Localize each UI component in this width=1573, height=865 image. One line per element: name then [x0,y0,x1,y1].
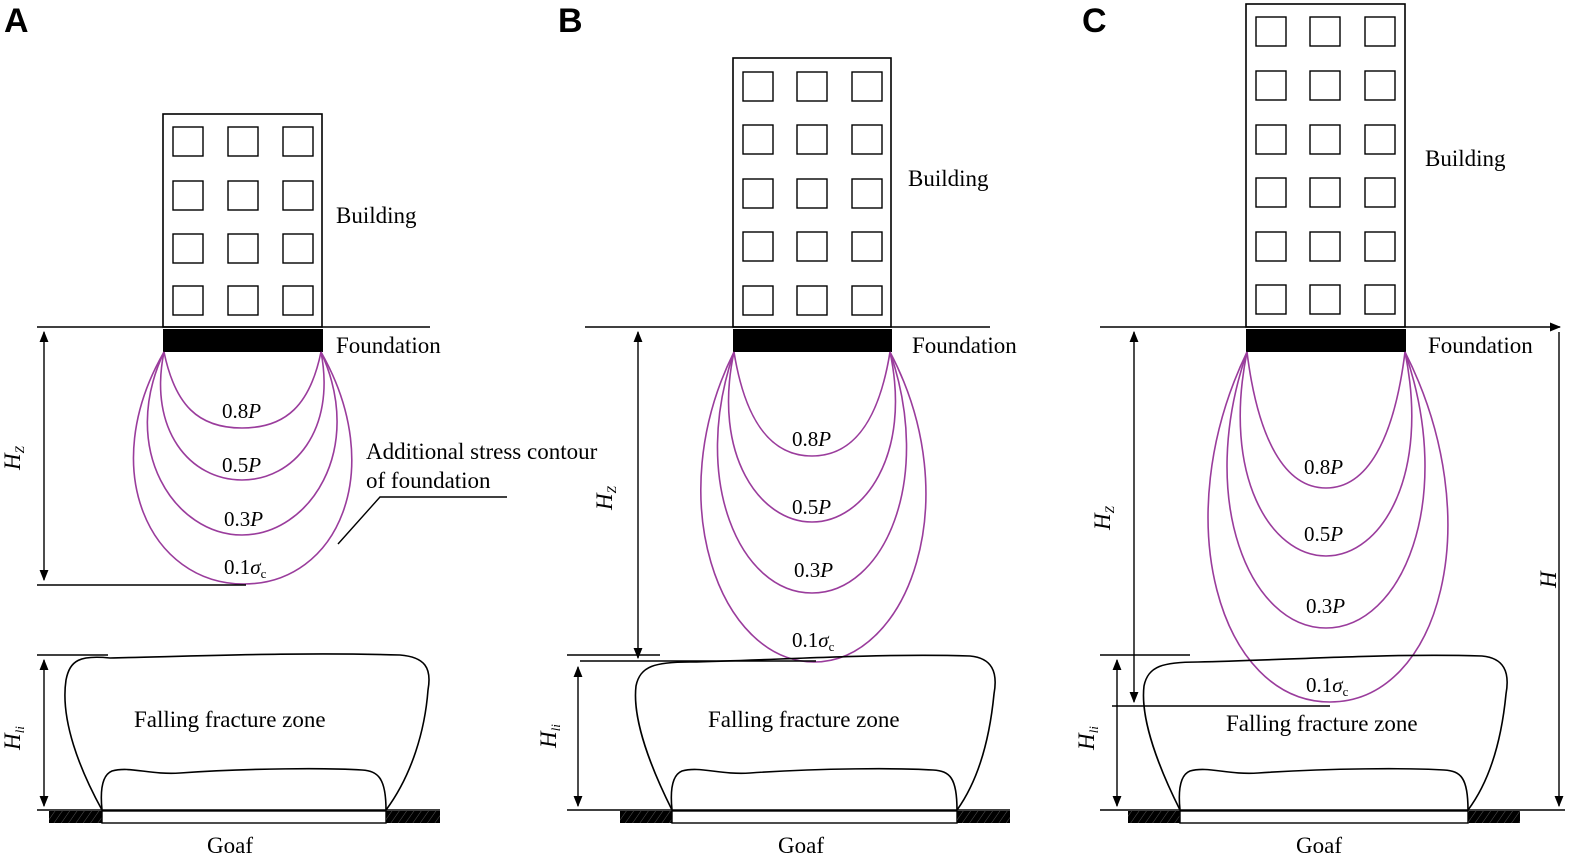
building-windows [1255,16,1396,315]
coal-pillar-left [620,811,672,823]
contour-label-0.1sigma: 0.1σc [224,555,267,581]
hz-label: HZ [1090,505,1117,531]
goaf-label: Goaf [778,833,824,858]
goaf-label: Goaf [1296,833,1342,858]
contour-label-0.1sigma: 0.1σc [792,628,835,654]
coal-pillar-left [1128,811,1180,823]
h-label: H [1536,570,1561,589]
panel-letter: C [1082,2,1107,40]
annotation-leader [337,496,507,545]
hli-label: Hli [536,724,563,749]
foundation [163,329,323,352]
panel-c: C Building Foundation 0.8P 0.5P 0.3P 0.1 [1074,2,1565,858]
contour-label-0.3p: 0.3P [1306,594,1345,618]
building [732,57,892,328]
foundation [733,329,892,352]
contour-label-0.5p: 0.5P [1304,522,1343,546]
fracture-zone-outer [1142,654,1508,811]
foundation [1246,329,1406,352]
annotation-line-1: Additional stress contour [366,439,598,464]
hli-label: Hli [1074,726,1101,751]
goaf-label: Goaf [207,833,253,858]
building-label: Building [336,203,417,228]
fracture-zone-inner [670,767,958,811]
fracture-zone-label: Falling fracture zone [134,707,326,732]
annotation-line-2: of foundation [366,468,491,493]
coal-pillar-right [957,811,1010,823]
fracture-zone-outer [634,654,996,811]
hz-label: HZ [0,445,27,471]
fracture-zone-inner [1178,767,1469,811]
building-label: Building [908,166,989,191]
foundation-label: Foundation [336,333,441,358]
hli-label: Hli [0,726,27,751]
contour-label-0.3p: 0.3P [224,507,263,531]
building-windows [172,126,314,316]
stress-contours [700,351,927,663]
contour-label-0.5p: 0.5P [792,495,831,519]
goaf-void [671,810,958,824]
panel-letter: A [4,2,29,40]
fracture-zone-label: Falling fracture zone [1226,711,1418,736]
contour-label-0.8p: 0.8P [792,427,831,451]
fracture-zone-outer [64,653,430,811]
panel-b: B Building Foundation 0.8P 0.5P 0.3P 0.1… [536,2,1017,858]
building-windows [742,71,883,316]
coal-pillar-left [49,811,102,823]
fracture-zone-inner [100,767,387,811]
stress-contours [1207,351,1449,703]
stress-contours [132,351,353,585]
fracture-zone-label: Falling fracture zone [708,707,900,732]
goaf-void [1179,810,1469,824]
foundation-label: Foundation [1428,333,1533,358]
contour-label-0.3p: 0.3P [794,558,833,582]
foundation-label: Foundation [912,333,1017,358]
building [1245,3,1406,328]
goaf-void [101,810,387,824]
coal-pillar-right [1468,811,1520,823]
coal-pillar-right [386,811,440,823]
building [162,113,323,328]
hz-label: HZ [592,485,619,511]
building-outline [1245,3,1406,328]
building-label: Building [1425,146,1506,171]
contour-label-0.5p: 0.5P [222,453,261,477]
contour-label-0.1sigma: 0.1σc [1306,673,1349,699]
contour-label-0.8p: 0.8P [222,399,261,423]
panel-a: A Building Foundation 0.8P 0.5P 0.3P 0.1… [0,2,598,858]
panel-letter: B [558,2,583,40]
contour-label-0.8p: 0.8P [1304,455,1343,479]
